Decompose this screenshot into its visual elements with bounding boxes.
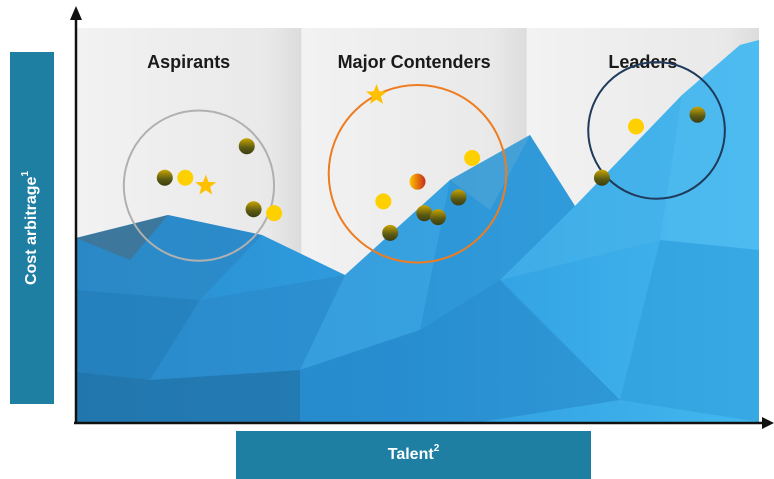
data-point-olive xyxy=(156,169,173,186)
cluster-circles xyxy=(122,61,726,264)
data-point-olive xyxy=(238,138,255,155)
y-axis-label: Cost arbitrage1 xyxy=(20,170,40,286)
data-point-olive xyxy=(689,106,706,123)
data-point-olive xyxy=(382,224,399,241)
star-marker xyxy=(195,174,217,195)
data-point-olive xyxy=(593,169,610,186)
cluster-circle-leaders xyxy=(587,61,726,200)
y-axis-label-box xyxy=(10,52,54,404)
region-title-major-contenders: Major Contenders xyxy=(338,52,491,72)
region-titles: Aspirants Major Contenders Leaders xyxy=(147,52,677,72)
data-point-olive xyxy=(450,189,467,206)
data-point-yellow xyxy=(628,118,645,135)
data-point-yellow xyxy=(266,205,283,222)
x-axis-label: Talent2 xyxy=(387,443,440,464)
data-point-yellow xyxy=(375,193,392,210)
star-marker xyxy=(366,84,387,104)
x-axis-label-box: Talent2 xyxy=(236,431,591,479)
cluster-circle-aspirants xyxy=(122,109,276,262)
mountain-background xyxy=(76,40,759,422)
data-point-olive xyxy=(429,209,446,226)
region-title-aspirants: Aspirants xyxy=(147,52,230,72)
x-axis-arrow xyxy=(762,417,774,429)
axes xyxy=(70,6,774,429)
data-point-olive xyxy=(245,201,262,218)
data-points xyxy=(156,84,706,241)
data-point-yellow xyxy=(177,169,194,186)
cluster-circle-major-contenders xyxy=(327,83,508,264)
data-point-yellow xyxy=(464,150,481,167)
data-point-red-gradient xyxy=(409,173,426,190)
region-title-leaders: Leaders xyxy=(608,52,677,72)
y-axis-arrow xyxy=(70,6,82,20)
data-point-olive xyxy=(416,205,433,222)
